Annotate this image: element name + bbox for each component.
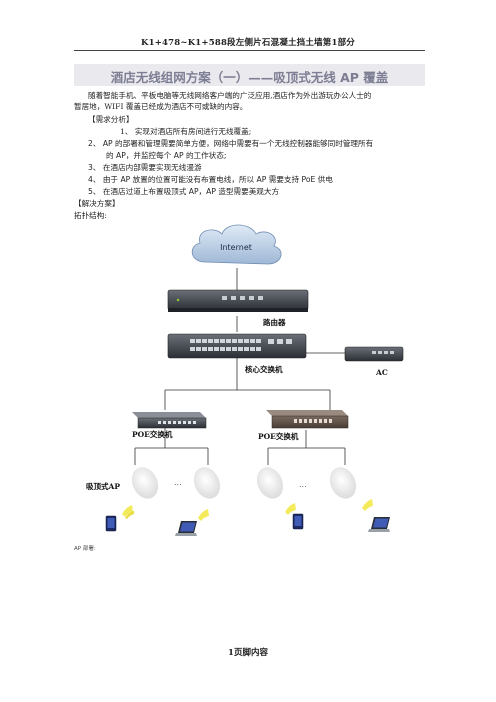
requirements-heading: 【需求分析】 (88, 115, 134, 124)
ceiling-ap-icon (193, 467, 221, 499)
ceiling-ap-icon (256, 467, 284, 499)
requirement-2-line1: 2、 AP 的部署和管理需要简单方便，网络中需要有一个无线控制器能够同时管理所有 (88, 139, 374, 148)
tablet-icon (292, 513, 304, 530)
ceiling-ap-label: 吸顶式AP (86, 481, 120, 491)
topology-label: 拓扑结构: (74, 211, 107, 220)
page-header-title: K1+478~K1+588段左侧片石混凝土挡土墙第1部分 (141, 38, 355, 48)
ellipsis-left: ... (174, 478, 182, 487)
requirement-5: 5、 在酒店过道上布置吸顶式 AP，AP 造型需要美观大方 (88, 187, 280, 196)
requirement-1: 1、 实现对酒店所有房间进行无线覆盖; (120, 127, 252, 136)
wifi-signal-icon (285, 503, 296, 515)
ceiling-ap-icon (131, 467, 159, 499)
intro-paragraph-line1: 随着智能手机、平板电脑等无线网络客户端的广泛应用,酒店作为外出游玩办公人士的 (88, 91, 372, 100)
requirement-2-line2: 的 AP，并监控每个 AP 的工作状态; (106, 151, 227, 160)
ac-controller-icon (344, 346, 404, 362)
poe-switch-right-label: POE交换机 (258, 431, 299, 441)
internet-label: Internet (220, 243, 252, 252)
ac-label: AC (375, 368, 388, 377)
router-icon (167, 289, 309, 312)
wifi-signal-icon (198, 509, 209, 521)
requirement-3: 3、 在酒店内部需要实现无线漫游 (88, 163, 202, 172)
requirement-4: 4、 由于 AP 放置的位置可能没有布置电线，所以 AP 需要支持 PoE 供电 (88, 175, 333, 184)
laptop-icon (368, 517, 390, 532)
ceiling-ap-icon (329, 467, 357, 499)
core-switch-label: 核心交换机 (245, 364, 283, 374)
poe-switch-left-icon (132, 412, 207, 429)
laptop-icon (175, 521, 197, 536)
ap-deployment-label: AP 部署: (74, 546, 96, 552)
poe-switch-left-label: POE交换机 (132, 429, 173, 439)
wifi-signal-icon (122, 505, 134, 519)
page-footer: 1页脚内容 (228, 648, 268, 658)
wifi-signal-icon (362, 499, 373, 511)
document-title: 酒店无线组网方案（一）——吸顶式无线 AP 覆盖 (110, 70, 389, 85)
poe-switch-right-icon (266, 410, 349, 429)
topology-links (134, 268, 346, 465)
ceiling-ap-icons (131, 467, 357, 499)
ellipsis-right: ... (299, 480, 307, 489)
intro-paragraph-line2: 暂居地，WIFI 覆盖已经成为酒店不可或缺的内容。 (74, 102, 248, 111)
title-band (74, 64, 425, 86)
core-switch-icon (167, 333, 307, 359)
wireless-clients (105, 499, 390, 536)
header-rule (74, 50, 425, 51)
router-label: 路由器 (263, 317, 286, 327)
tablet-icon (105, 515, 117, 532)
solution-heading: 【解决方案】 (74, 199, 120, 208)
internet-cloud-icon: Internet (191, 224, 282, 265)
